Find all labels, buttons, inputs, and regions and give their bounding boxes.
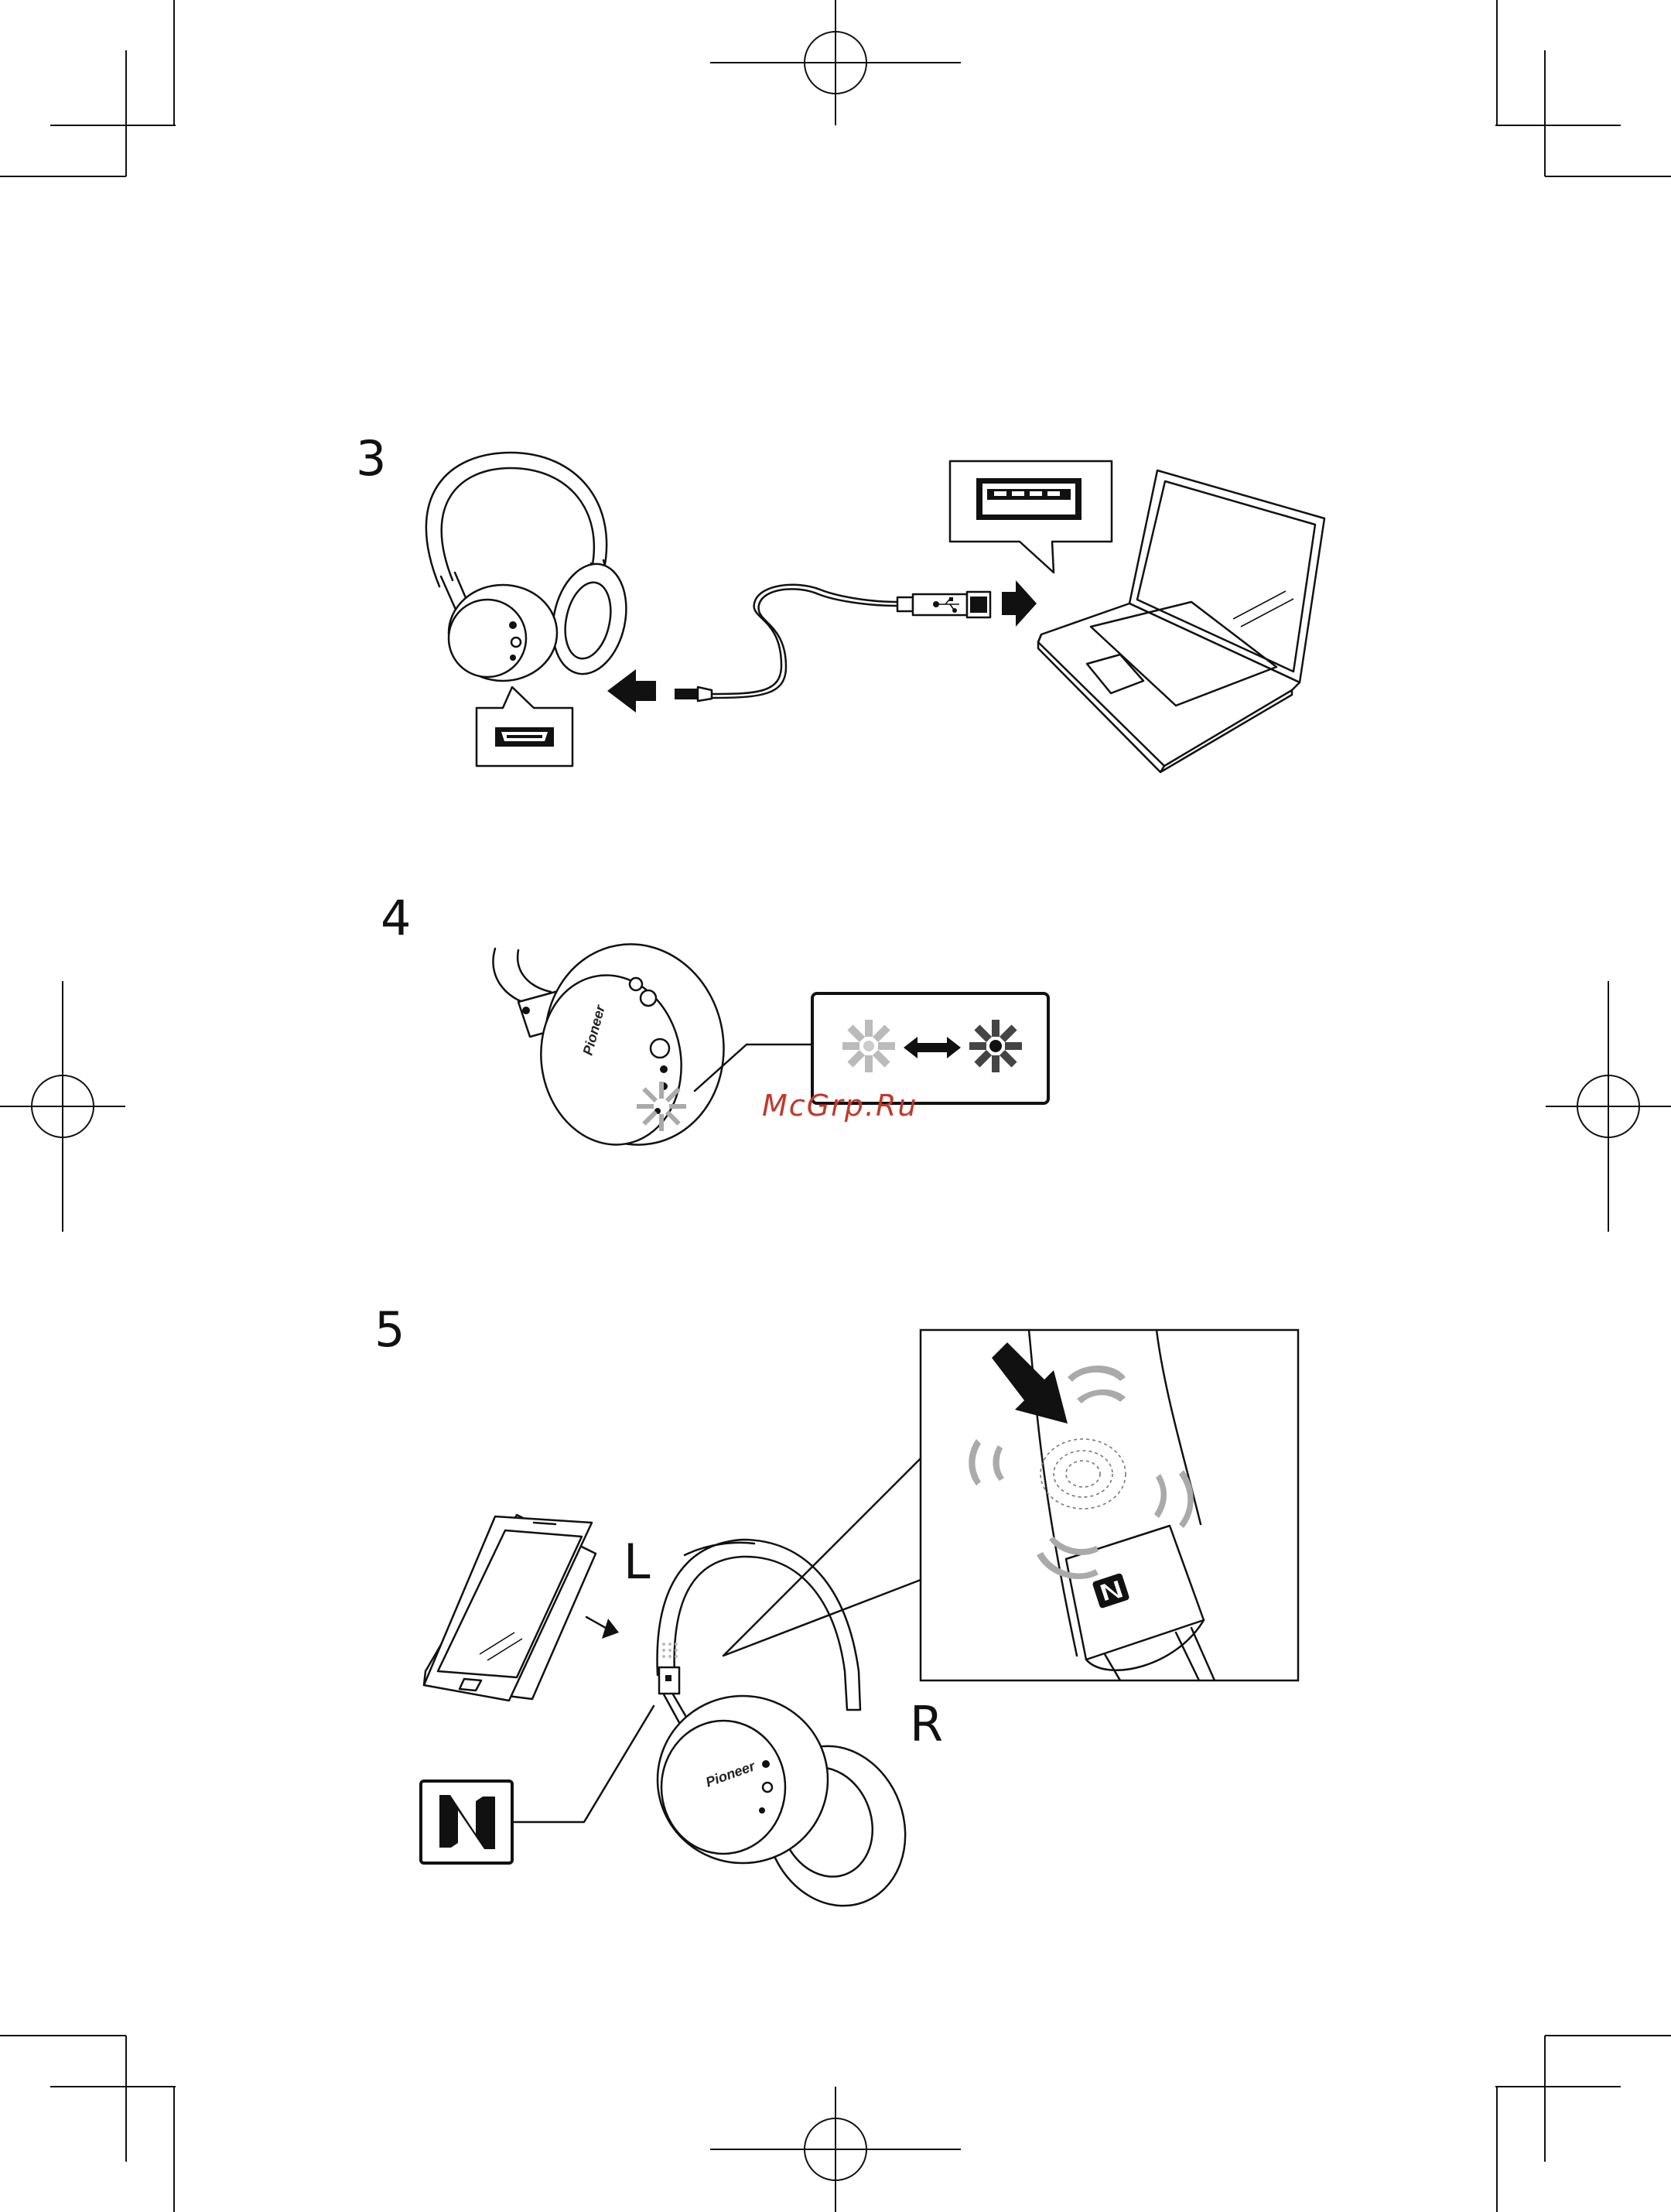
micro-usb-callout (477, 687, 572, 766)
zoom-inset (723, 1330, 1298, 1680)
micro-usb-port-icon (495, 727, 554, 747)
tap-arrow (586, 1617, 619, 1639)
indicator-on-icon (969, 1020, 1022, 1072)
insert-arrow-right (1002, 580, 1037, 627)
registration-target-right (1546, 981, 1671, 1232)
nfc-icon (421, 1781, 512, 1863)
smartphone (424, 1515, 596, 1701)
indicator-off-icon (842, 1020, 895, 1072)
usb-cable (675, 585, 990, 701)
step-number-4: 4 (381, 890, 411, 946)
registration-target-left (0, 981, 125, 1232)
headphones-step5: Pioneer (658, 1540, 928, 1926)
watermark: McGrp.Ru (762, 1089, 918, 1123)
usb-port-callout (950, 461, 1112, 573)
headphones-step4: Pioneer (493, 930, 739, 1159)
nfc-area-dots (662, 1643, 678, 1658)
insert-arrow-left (607, 669, 656, 713)
nfc-leader-line (514, 1706, 654, 1822)
headphones-step3 (426, 453, 636, 681)
registration-target-top (710, 0, 961, 125)
left-side-label: L (624, 1533, 651, 1590)
right-side-label: R (910, 1696, 943, 1752)
indicator-blink-box (812, 993, 1048, 1103)
usb-port-icon (976, 478, 1082, 520)
step-number-3: 3 (356, 430, 386, 487)
step-number-5: 5 (374, 1301, 405, 1358)
registration-target-bottom (710, 2087, 961, 2212)
